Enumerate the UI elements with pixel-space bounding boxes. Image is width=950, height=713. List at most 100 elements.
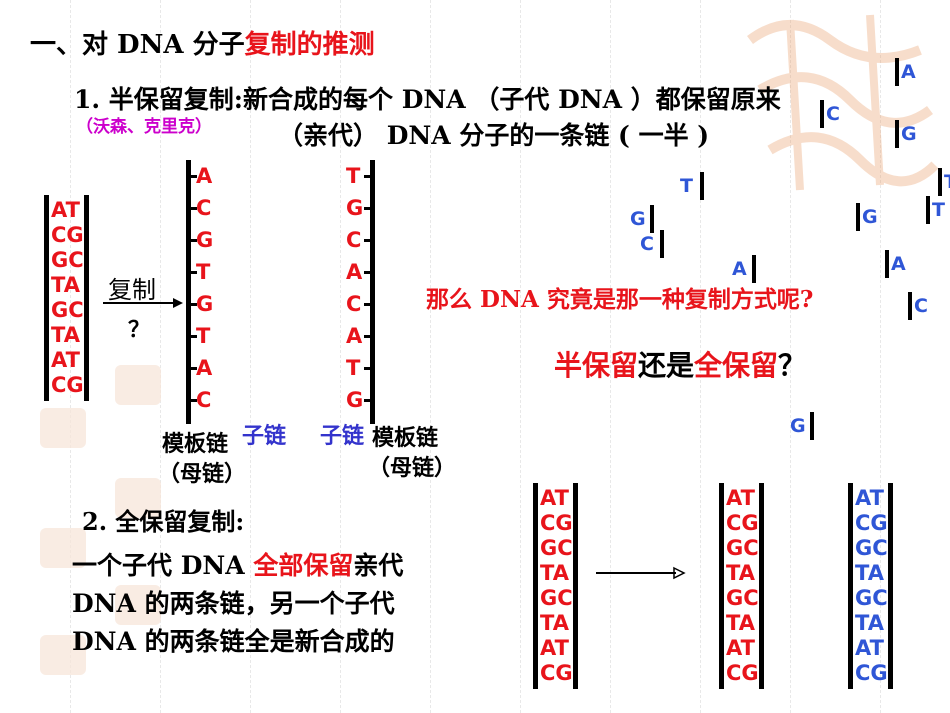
conservative-line1: 一个子代 DNA 全部保留亲代 <box>72 546 403 582</box>
strand-backbone <box>370 160 375 424</box>
choice-question-mark: ？ <box>778 349 807 382</box>
base-letter: C <box>872 536 888 560</box>
base-letter: C <box>872 586 888 610</box>
base-tick <box>191 175 197 178</box>
base-letter: C <box>51 373 67 397</box>
backbone-left <box>533 483 538 689</box>
base-letter: T <box>740 636 755 660</box>
template-label-left: 模板链 <box>162 431 229 457</box>
credit-label: （沃森、克里克） <box>76 117 212 137</box>
nucleotide-backbone <box>700 172 704 200</box>
base-letter: A <box>540 636 555 660</box>
base-letter: C <box>855 511 871 535</box>
base-letter: A <box>552 611 569 635</box>
nucleotide-backbone <box>810 412 814 440</box>
base-tick <box>191 399 197 402</box>
base-letter: A <box>867 611 884 635</box>
backbone-left <box>719 483 724 689</box>
base-letter: T <box>540 561 553 585</box>
conservative-line1-a: 一个子代 DNA <box>72 551 254 580</box>
base-letter: C <box>540 661 556 685</box>
base-letter: A <box>726 636 741 660</box>
conservative-line2: DNA 的两条链，另一个子代 <box>72 589 395 618</box>
base-letter: T <box>65 348 80 372</box>
conservative-heading: 2. 全保留复制: <box>82 507 245 536</box>
base-letter: T <box>740 486 755 510</box>
nucleotide-backbone <box>895 120 899 148</box>
base-letter: G <box>346 196 364 220</box>
free-nucleotide: A <box>901 61 916 83</box>
base-letter: A <box>196 164 213 188</box>
base-tick <box>191 239 197 242</box>
base-tick <box>364 335 370 338</box>
replication-arrow <box>103 298 183 308</box>
base-letter: T <box>554 636 569 660</box>
watermark-seal <box>40 408 86 448</box>
base-letter: T <box>346 356 361 380</box>
choice-full: 全保留 <box>694 349 779 382</box>
base-tick <box>191 303 197 306</box>
base-letter: C <box>196 196 212 220</box>
base-letter: T <box>869 486 884 510</box>
base-letter: C <box>855 661 871 685</box>
base-letter: C <box>196 388 212 412</box>
child-label-right: 子链 <box>320 423 365 449</box>
base-letter: T <box>554 486 569 510</box>
base-letter: T <box>855 561 868 585</box>
base-letter: G <box>726 586 744 610</box>
base-pair: CG <box>51 373 84 397</box>
watermark-seal <box>115 478 161 518</box>
base-letter: T <box>869 636 884 660</box>
title-highlight: 复制的推测 <box>244 30 375 60</box>
base-pair: TA <box>51 323 80 347</box>
base-pair: TA <box>540 561 569 585</box>
base-letter: C <box>68 248 84 272</box>
base-letter: C <box>726 661 742 685</box>
semi-conservative-line1: 1. 半保留复制:新合成的每个 DNA （子代 DNA ）都保留原来 <box>74 85 781 114</box>
base-letter: C <box>540 511 556 535</box>
base-pair: AT <box>726 636 755 660</box>
backbone-left <box>44 195 49 401</box>
arrow-label: 复制 <box>108 276 156 304</box>
base-letter: A <box>346 260 363 284</box>
base-pair: GC <box>51 248 84 272</box>
base-pair: AT <box>51 198 80 222</box>
backbone-left <box>848 483 853 689</box>
base-letter: G <box>870 661 888 685</box>
base-pair: TA <box>540 611 569 635</box>
free-nucleotide: G <box>901 123 917 145</box>
base-tick <box>191 207 197 210</box>
base-letter: G <box>51 298 69 322</box>
base-letter: C <box>51 223 67 247</box>
base-tick <box>364 271 370 274</box>
base-pair: CG <box>540 661 573 685</box>
mother-label-right: （母链） <box>368 455 457 481</box>
base-pair: AT <box>540 486 569 510</box>
base-letter: T <box>51 273 64 297</box>
base-pair: AT <box>540 636 569 660</box>
watermark-seal <box>747 14 939 191</box>
page-title: 一、对 DNA 分子复制的推测 <box>30 24 375 61</box>
base-letter: A <box>540 486 555 510</box>
watermark-seal <box>40 635 86 675</box>
base-pair: GC <box>855 586 888 610</box>
base-letter: G <box>855 536 873 560</box>
base-pair: TA <box>726 561 755 585</box>
free-nucleotide: G <box>630 208 646 230</box>
base-letter: A <box>51 348 66 372</box>
question-text: 那么 DNA 究竟是那一种复制方式呢? <box>426 286 814 313</box>
base-letter: A <box>196 356 213 380</box>
base-pair: GC <box>51 298 84 322</box>
base-letter: G <box>66 223 84 247</box>
base-letter: A <box>738 561 755 585</box>
choice-semi: 半保留 <box>554 349 639 382</box>
backbone-right <box>759 483 764 689</box>
base-letter: G <box>726 536 744 560</box>
base-letter: G <box>540 586 558 610</box>
choice-text: 半保留还是全保留？ <box>554 344 806 384</box>
child-label-left: 子链 <box>242 423 287 449</box>
base-pair: CG <box>540 511 573 535</box>
base-letter: T <box>51 323 64 347</box>
base-letter: C <box>346 228 362 252</box>
free-nucleotide: C <box>640 233 654 255</box>
